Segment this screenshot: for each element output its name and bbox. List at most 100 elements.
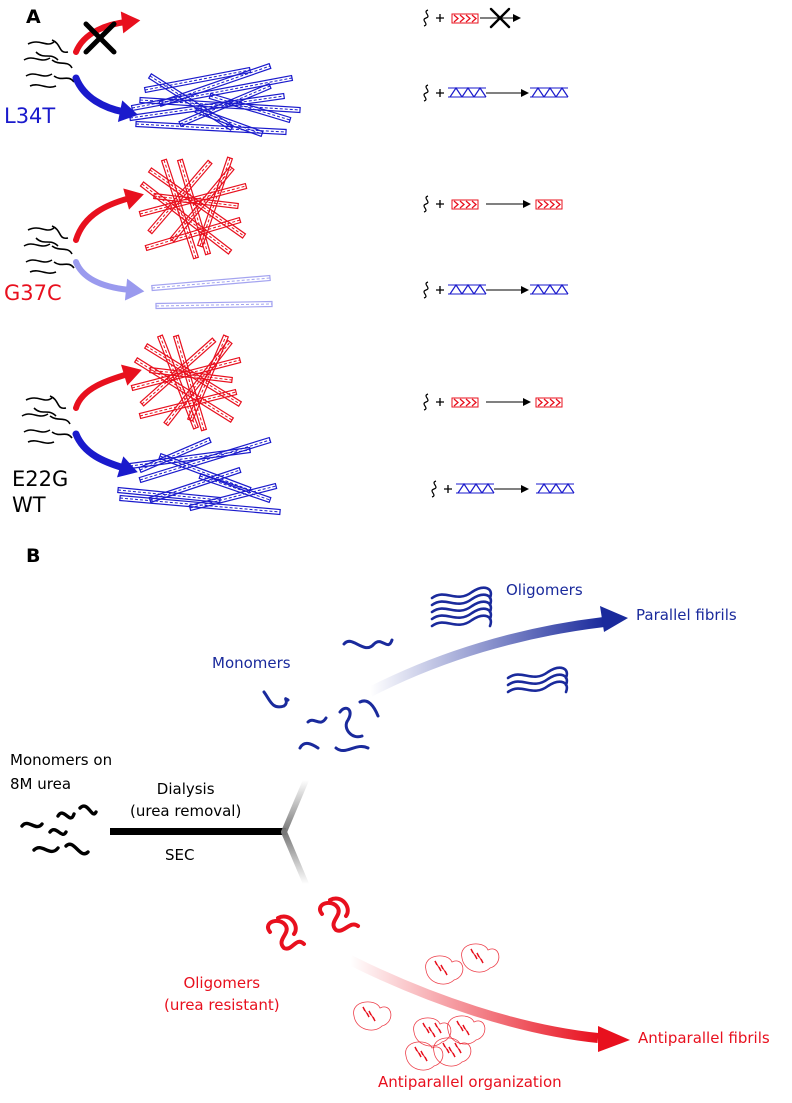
blob-outline — [433, 1037, 472, 1067]
fibril-outline — [138, 182, 248, 218]
monomer-squiggle — [431, 480, 437, 498]
fibril-core — [199, 475, 271, 501]
blue-block-end — [530, 86, 569, 98]
chevron — [465, 200, 471, 209]
monomer-cluster-l34t — [23, 39, 75, 88]
arrow-shaft — [347, 955, 599, 1043]
chevron — [555, 200, 561, 209]
chevron — [471, 200, 477, 209]
mini-arrow-tips — [428, 1026, 436, 1038]
stacked-strand — [506, 666, 569, 680]
plus-sign — [436, 398, 444, 406]
chevron — [471, 14, 477, 23]
mini-arrow-tips — [434, 960, 442, 972]
triangle-zigzag — [449, 86, 487, 98]
red-fibril — [172, 334, 208, 432]
antiparallel-blob — [413, 1017, 452, 1047]
scheme-l34t-antiparallel — [423, 7, 521, 29]
fibril-core — [149, 75, 233, 129]
chevron-box — [451, 13, 479, 24]
monomer-strand — [25, 397, 53, 401]
stacked-strand — [430, 586, 493, 600]
panel-a-label: A — [26, 6, 41, 28]
fibril-core — [139, 439, 271, 481]
fibril-outline — [130, 74, 294, 112]
blue-oligomer-bottom — [506, 666, 569, 694]
antiparallel-blob — [425, 955, 464, 985]
fibril-outline — [153, 192, 239, 210]
blue-fibril — [194, 106, 264, 138]
red-oligomer-strand — [266, 918, 306, 951]
red-oligomer-clusters — [266, 896, 360, 951]
arrow-shaft — [367, 617, 605, 697]
mini-arrow-tips — [368, 1010, 376, 1022]
fibril-outline — [138, 436, 212, 474]
monomer-strand — [51, 431, 73, 439]
fibril-outline — [147, 73, 235, 131]
monomer-strand — [33, 407, 57, 417]
red-oligomer-strand — [328, 896, 350, 918]
monomer-strand — [27, 41, 55, 45]
chevron — [537, 200, 543, 209]
fibril-outline — [138, 388, 238, 420]
triangle-zigzag — [531, 86, 569, 98]
fibril-outline — [143, 66, 252, 94]
red-fibril — [196, 156, 234, 248]
arrow-shaft — [72, 430, 128, 472]
plus-sign — [436, 89, 444, 97]
monomer-strand — [64, 842, 90, 856]
chevron — [471, 398, 477, 407]
blue-fibril — [198, 472, 272, 504]
fibril-outline — [144, 216, 242, 252]
fibril-core — [131, 77, 293, 109]
monomer-strand — [53, 75, 75, 83]
fibril-core — [179, 159, 209, 255]
blue-monomer-strand — [298, 741, 320, 750]
stacked-strand — [506, 680, 569, 694]
fibril-outline — [155, 300, 273, 310]
fibril-outline — [147, 167, 247, 239]
blue-monomer-strand — [334, 745, 370, 753]
red-arrow-g37c — [73, 188, 144, 243]
chevron — [459, 398, 465, 407]
monomer-strand — [51, 245, 73, 255]
fibril-core — [179, 85, 271, 125]
fibril-core — [149, 369, 233, 381]
fibril-outline — [163, 339, 233, 427]
monomers-urea-cluster — [20, 804, 98, 856]
mini-arrow-tips — [434, 1022, 442, 1034]
blue-block-end — [536, 482, 575, 494]
blue-fibril — [147, 73, 235, 131]
chevron — [549, 200, 555, 209]
plus — [444, 485, 452, 493]
start-label: Monomers on 8M urea — [10, 751, 113, 793]
variant-label-g37c: G37C — [4, 281, 62, 305]
blue-fibril — [178, 82, 272, 128]
fibril-core — [163, 159, 197, 259]
chevron — [459, 200, 465, 209]
monomer-strand — [78, 804, 98, 816]
red-arrow-wt — [73, 364, 142, 411]
fibril-core — [139, 391, 237, 417]
triangle-zigzag — [537, 482, 575, 494]
scheme-g37c-parallel — [423, 281, 569, 299]
blue-fibril — [188, 482, 278, 512]
process-bar — [110, 828, 286, 835]
antiparallel-blob — [433, 1037, 472, 1067]
stacked-strand — [430, 614, 493, 628]
red-fibril — [149, 366, 233, 384]
fibril-outline — [196, 156, 234, 248]
monomer-strand — [32, 846, 60, 854]
monomer-strand — [29, 270, 57, 274]
red-fibril — [147, 167, 247, 239]
monomer-strand — [48, 828, 68, 836]
arrow-head — [124, 278, 145, 301]
blue-monomer-strand — [262, 690, 290, 709]
blue-monomer-strand — [306, 716, 328, 724]
chevron-box — [535, 397, 563, 408]
stacked-strand — [430, 593, 493, 607]
arrow-head — [123, 188, 144, 210]
monomer-strand — [23, 57, 51, 61]
fibril-core — [145, 219, 241, 249]
monomer-squiggle — [423, 393, 429, 411]
